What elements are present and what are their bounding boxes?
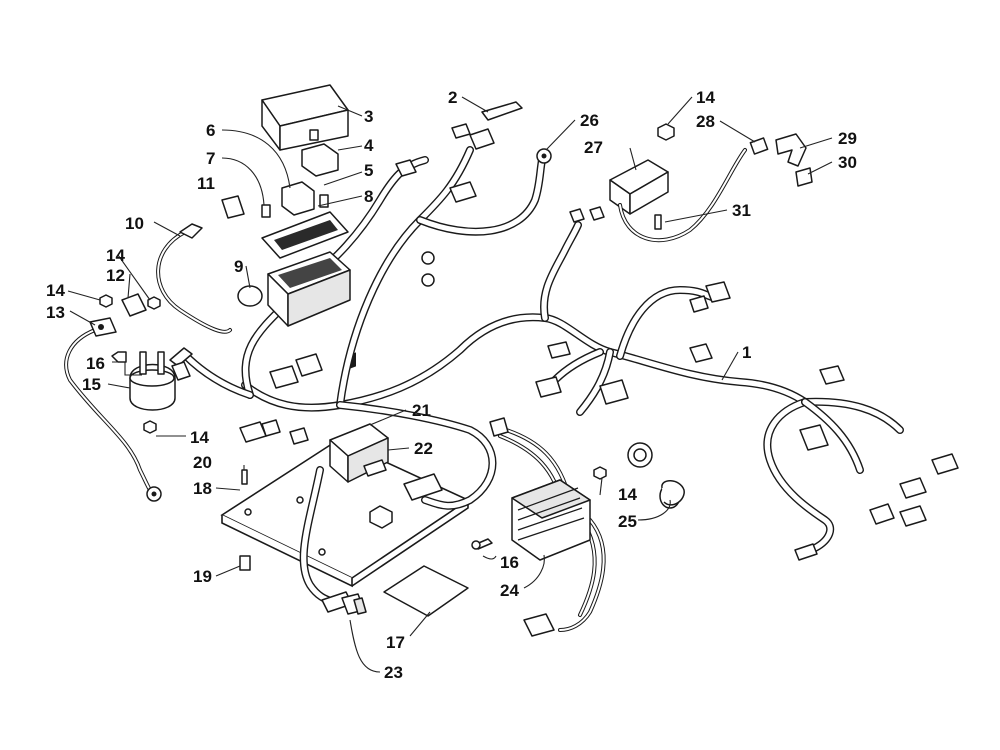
regulator-21-22 bbox=[329, 423, 389, 483]
callout-13: 13 bbox=[46, 303, 65, 322]
callout-21: 21 bbox=[412, 401, 431, 420]
nut-14-mid bbox=[147, 296, 161, 310]
decal bbox=[383, 565, 469, 617]
cable-13 bbox=[64, 328, 152, 492]
nut-14-left bbox=[99, 294, 113, 308]
callout-15: 15 bbox=[82, 375, 101, 394]
fuse-block bbox=[267, 251, 351, 327]
relay-6 bbox=[281, 181, 315, 216]
spacer-19 bbox=[239, 555, 251, 571]
screw-16-left bbox=[111, 351, 127, 363]
callout-6: 6 bbox=[206, 121, 215, 140]
callout-30: 30 bbox=[838, 153, 857, 172]
leader-lines bbox=[67, 96, 833, 673]
cap-30 bbox=[795, 167, 813, 187]
callout-2: 2 bbox=[448, 88, 457, 107]
callout-26: 26 bbox=[580, 111, 599, 130]
fuse-5 bbox=[319, 194, 329, 208]
callout-5: 5 bbox=[364, 161, 373, 180]
callout-14-c: 14 bbox=[190, 428, 209, 447]
callout-12: 12 bbox=[106, 266, 125, 285]
callout-31: 31 bbox=[732, 201, 751, 220]
callout-19: 19 bbox=[193, 567, 212, 586]
callout-9: 9 bbox=[234, 257, 243, 276]
callout-7: 7 bbox=[206, 149, 215, 168]
clip-9 bbox=[237, 285, 263, 307]
fuse-box-cover bbox=[261, 84, 349, 151]
mounting-plate bbox=[220, 352, 470, 588]
callout-24: 24 bbox=[500, 581, 519, 600]
callout-18: 18 bbox=[193, 479, 212, 498]
callout-17: 17 bbox=[386, 633, 405, 652]
callout-25: 25 bbox=[618, 512, 637, 531]
callout-14-b: 14 bbox=[46, 281, 65, 300]
callout-22: 22 bbox=[414, 439, 433, 458]
fuse-decal bbox=[261, 211, 349, 259]
callout-16-a: 16 bbox=[86, 354, 105, 373]
connector-2 bbox=[481, 101, 523, 121]
callout-14-e: 14 bbox=[618, 485, 637, 504]
callout-27: 27 bbox=[584, 138, 603, 157]
main-harness bbox=[181, 146, 904, 608]
screw-20 bbox=[241, 469, 248, 485]
clamp-25 bbox=[661, 480, 685, 506]
callout-16-b: 16 bbox=[500, 553, 519, 572]
nut-14-top bbox=[657, 123, 675, 141]
callout-4: 4 bbox=[364, 136, 374, 155]
nut-14-right bbox=[593, 466, 607, 480]
callout-20: 20 bbox=[193, 453, 212, 472]
callout-14-a: 14 bbox=[106, 246, 125, 265]
callout-14-d: 14 bbox=[696, 88, 715, 107]
callout-1: 1 bbox=[742, 343, 751, 362]
sensor-23 bbox=[321, 591, 367, 615]
solenoid bbox=[129, 347, 193, 411]
callout-3: 3 bbox=[364, 107, 373, 126]
fuse-7 bbox=[261, 204, 271, 218]
spark-plug-cap-29 bbox=[775, 133, 807, 167]
cable-10 bbox=[156, 230, 232, 334]
callout-29: 29 bbox=[838, 129, 857, 148]
callout-28: 28 bbox=[696, 112, 715, 131]
callout-23: 23 bbox=[384, 663, 403, 682]
relay-4 bbox=[301, 143, 339, 177]
rectifier-harness bbox=[489, 417, 606, 637]
callout-10: 10 bbox=[125, 214, 144, 233]
screw-31 bbox=[654, 214, 662, 230]
callout-8: 8 bbox=[364, 187, 373, 206]
ignition-coil bbox=[609, 159, 669, 215]
callout-11: 11 bbox=[197, 174, 215, 193]
nut-14-bottom bbox=[143, 420, 157, 434]
terminal-cap-11 bbox=[221, 195, 245, 219]
terminal-cap-12 bbox=[121, 293, 147, 317]
callout-labels: 1 2 3 4 5 6 7 8 9 10 11 12 13 14 14 14 1… bbox=[46, 88, 857, 682]
